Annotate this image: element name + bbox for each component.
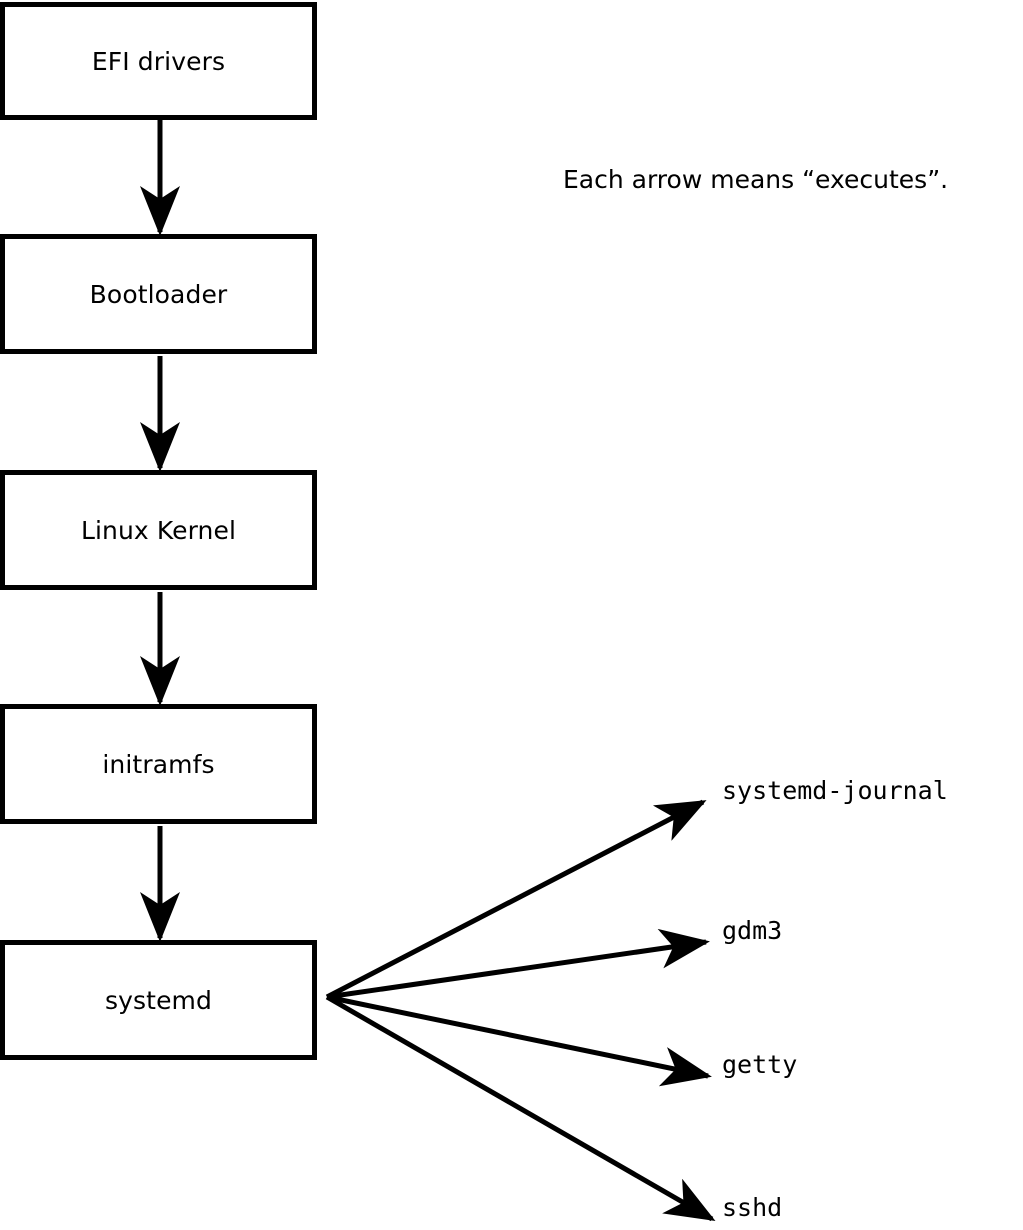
node-systemd[interactable]: systemd [0, 940, 317, 1060]
node-label-initramfs: initramfs [102, 749, 215, 779]
arrow-systemd-to-gdm3 [326, 928, 710, 1000]
arrow-systemd-to-getty [326, 994, 712, 1087]
node-label-systemd: systemd [105, 985, 212, 1015]
node-bootloader[interactable]: Bootloader [0, 234, 317, 354]
node-initramfs[interactable]: initramfs [0, 704, 317, 824]
service-label-sshd[interactable]: sshd [722, 1193, 783, 1222]
node-efi-drivers[interactable]: EFI drivers [0, 2, 317, 120]
service-label-getty[interactable]: getty [722, 1050, 798, 1079]
legend-note: Each arrow means “executes”. [563, 165, 949, 194]
service-label-gdm3[interactable]: gdm3 [722, 916, 783, 945]
service-label-systemd-journal[interactable]: systemd-journal [722, 776, 948, 805]
node-label-bootloader: Bootloader [89, 279, 228, 309]
arrow-systemd-to-sshd [325, 994, 716, 1222]
node-linux-kernel[interactable]: Linux Kernel [0, 470, 317, 590]
node-label-efi-drivers: EFI drivers [91, 46, 226, 76]
node-label-linux-kernel: Linux Kernel [80, 515, 237, 545]
arrow-systemd-to-systemd-journal [325, 799, 707, 1000]
fanout-arrow-group [325, 799, 716, 1222]
